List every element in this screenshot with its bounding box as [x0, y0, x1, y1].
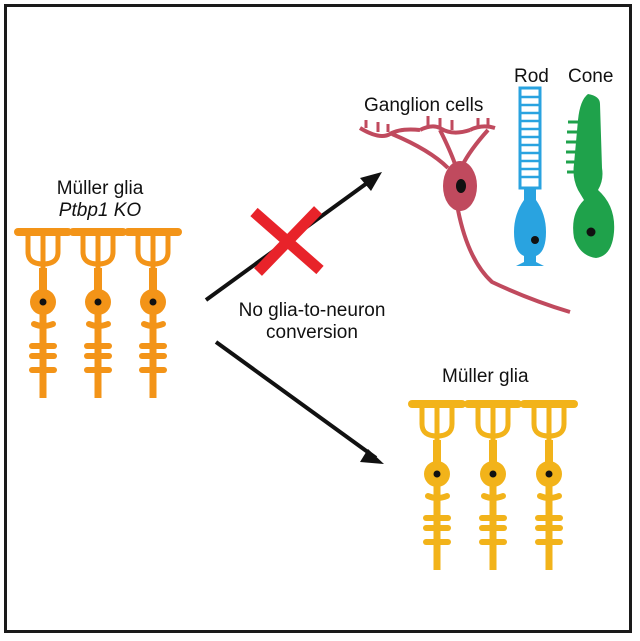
muller-ko-title: Müller glia Ptbp1 KO	[40, 178, 160, 222]
muller-glia-ko-group	[18, 232, 178, 398]
ganglion-cell	[358, 116, 571, 314]
no-conversion-line2: conversion	[266, 322, 358, 343]
cone-nucleus	[586, 227, 596, 237]
muller-glia-result-group	[412, 404, 574, 570]
muller-glia-result-cell-2	[468, 404, 518, 570]
rod-label: Rod	[514, 66, 549, 87]
muller-glia-ko-cell-1	[18, 232, 68, 398]
no-conversion-line1: No glia-to-neuron	[238, 300, 386, 321]
arrow-icon	[360, 449, 384, 464]
muller-glia-ko-cell-2	[73, 232, 123, 398]
muller-ko-label: Müller glia	[56, 178, 144, 199]
rod-cell	[514, 86, 546, 266]
muller-glia-result-cell-1	[412, 404, 462, 570]
ganglion-nucleus	[456, 179, 466, 193]
arrow-icon	[360, 172, 382, 191]
no-conversion-caption: No glia-to-neuron conversion	[222, 300, 402, 344]
figure-frame	[4, 4, 632, 633]
muller-result-label: Müller glia	[442, 366, 529, 387]
muller-glia-ko-nucleus-2	[94, 298, 102, 306]
cone-body	[573, 94, 615, 258]
muller-glia-ko-nucleus-3	[149, 298, 157, 306]
arrow-to-glia	[214, 340, 384, 464]
cone-label: Cone	[568, 66, 614, 87]
muller-glia-result-nucleus-1	[433, 470, 441, 478]
muller-glia-result-nucleus-3	[545, 470, 553, 478]
red-x-icon	[250, 206, 324, 276]
muller-glia-result-cell-3	[524, 404, 574, 570]
muller-glia-ko-cell-3	[128, 232, 178, 398]
ptbp1-ko-label: Ptbp1 KO	[58, 200, 142, 221]
muller-glia-ko-nucleus-1	[39, 298, 47, 306]
rod-nucleus	[531, 236, 539, 244]
muller-glia-result-nucleus-2	[489, 470, 497, 478]
ganglion-label: Ganglion cells	[364, 95, 484, 116]
cone-cell	[566, 94, 615, 258]
rod-body	[514, 188, 546, 266]
